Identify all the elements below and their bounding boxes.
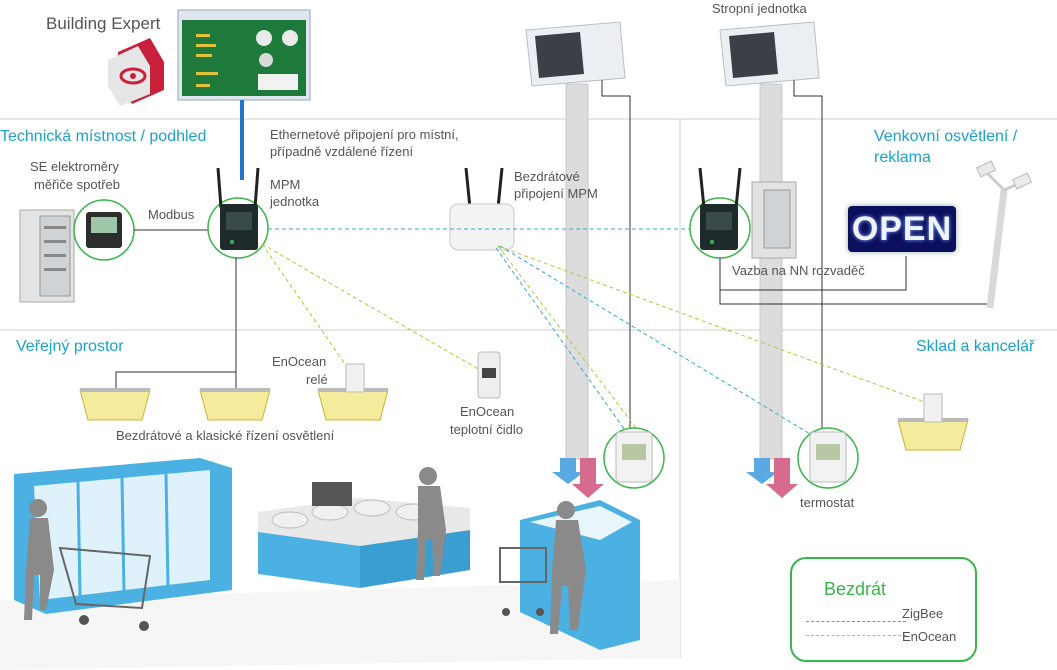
enocean-relay-label-line1: EnOcean (272, 354, 327, 369)
open-sign: OPEN (848, 206, 956, 252)
roof-unit-2 (719, 21, 820, 460)
mpm-unit-right (689, 167, 797, 259)
legend-zigbee-label: ZigBee (902, 606, 944, 621)
legend-enocean-line (806, 635, 906, 636)
electric-meter-cabinet (19, 199, 135, 303)
open-sign-text: OPEN (851, 209, 953, 248)
section-outdoor-line1: Venkovní osvětlení / (874, 128, 1018, 145)
lighting-wiring (115, 258, 237, 388)
section-public-space: Veřejný prostor (16, 338, 124, 355)
wireless-mpm (449, 167, 515, 251)
roof-unit-1 (525, 21, 626, 460)
thermostat-left (603, 427, 665, 489)
dashboard-monitor (177, 9, 311, 101)
enocean-relay-label-line2: relé (306, 372, 328, 387)
mpm-label-line1: MPM (270, 177, 301, 192)
enocean-sensor-label-line2: teplotní čidlo (450, 422, 523, 437)
mpm-unit-left (207, 167, 269, 259)
ethernet-label-line1: Ethernetové připojení pro místní, (270, 127, 459, 142)
shopper-cart (24, 499, 152, 631)
room-dividers (0, 118, 1057, 658)
enocean-relay-icon (345, 363, 943, 423)
light-fixtures (79, 388, 969, 451)
fridge-units (14, 458, 232, 614)
nn-wiring (719, 256, 990, 305)
thermostat-label: termostat (800, 495, 855, 510)
section-warehouse: Sklad a kancelář (916, 338, 1035, 355)
legend-enocean-label: EnOcean (902, 629, 957, 644)
section-tech-room: Technická místnost / podhled (0, 128, 207, 145)
zigbee-links (495, 245, 821, 441)
section-outdoor-line2: reklama (874, 149, 931, 166)
mpm-label-line2: jednotka (270, 194, 320, 209)
store-floor (0, 580, 680, 670)
building-expert-logo-icon (108, 38, 164, 106)
wireless-mpm-label-line1: Bezdrátové (514, 169, 580, 184)
legend-title: Bezdrát (824, 579, 887, 599)
enocean-sensor-icon (477, 351, 501, 399)
staff-person (416, 467, 446, 580)
legend: Bezdrát ZigBee EnOcean (790, 557, 977, 662)
thermostat-right (797, 427, 859, 489)
meters-label-line2: měřiče spotřeb (34, 177, 120, 192)
app-title: Building Expert (46, 14, 161, 33)
enocean-sensor-label-line1: EnOcean (460, 404, 515, 419)
roof-unit-label: Stropní jednotka (712, 1, 807, 16)
produce-stand (258, 482, 470, 588)
enocean-links (261, 243, 931, 429)
freezer-counter (499, 500, 640, 650)
modbus-label: Modbus (148, 207, 195, 222)
airflow-arrows (552, 458, 798, 498)
legend-zigbee-line (806, 621, 906, 622)
wireless-mpm-label-line2: připojení MPM (514, 186, 598, 201)
nn-link-label: Vazba na NN rozvaděč (732, 263, 865, 278)
lighting-control-label: Bezdrátové a klasické řízení osvětlení (116, 428, 335, 443)
roof-unit-wires (601, 80, 823, 428)
street-lamp-icon (975, 160, 1033, 309)
ethernet-label-line2: případně vzdálené řízení (270, 144, 414, 159)
meters-label-line1: SE elektroměry (30, 159, 119, 174)
